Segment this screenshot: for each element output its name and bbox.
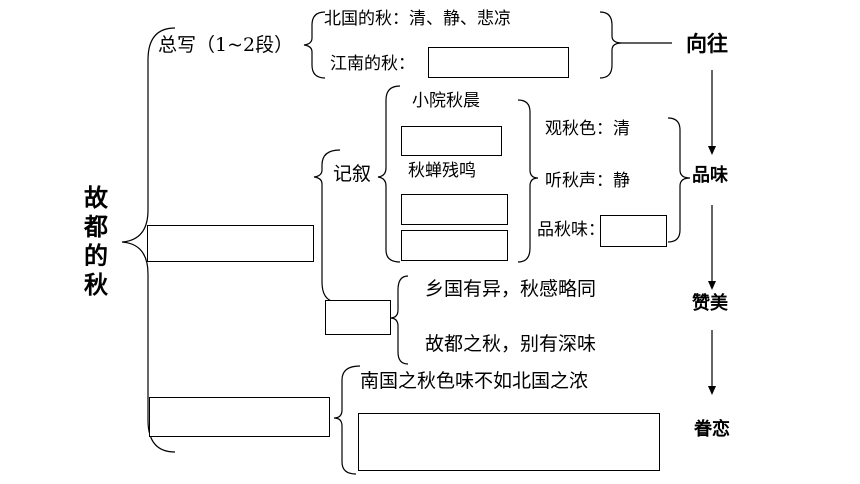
narrative-brace <box>313 149 341 192</box>
emotion-savor: 品味 <box>692 165 728 186</box>
scene-right-brace <box>517 99 539 263</box>
listen-label: 听秋声：静 <box>545 171 630 191</box>
taste-label: 品秋味： <box>537 220 605 240</box>
summary-south-blank[interactable] <box>428 47 569 78</box>
scene-brace <box>377 85 401 263</box>
comment-blank[interactable] <box>325 300 391 335</box>
contrast-text: 南国之秋色味不如北国之浓 <box>360 370 589 392</box>
scene1-blank[interactable] <box>401 126 502 156</box>
comment-brace <box>389 275 409 365</box>
scene2-label: 秋蝉残鸣 <box>408 161 476 181</box>
taste-blank[interactable] <box>600 215 667 247</box>
narrative-label: 记叙 <box>333 163 372 185</box>
summary-south: 江南的秋： <box>330 54 415 74</box>
narrative-blank[interactable] <box>147 225 314 262</box>
contrast-brace <box>333 365 361 475</box>
summary-label: 总写（1~2段） <box>158 34 294 56</box>
contrast-left-blank[interactable] <box>149 397 330 437</box>
comment-line1: 乡国有异，秋感略同 <box>425 278 597 300</box>
look-label: 观秋色：清 <box>545 119 630 139</box>
summary-right-brace <box>599 11 672 79</box>
emotion-attachment: 眷恋 <box>694 419 730 440</box>
main-title: 故都的秋 <box>84 184 108 299</box>
scene2-blank-1[interactable] <box>401 194 508 225</box>
summary-brace <box>303 11 326 79</box>
senses-right-brace <box>667 117 691 243</box>
scene2-blank-2[interactable] <box>401 230 508 261</box>
emotion-praise: 赞美 <box>692 293 728 314</box>
emotion-yearning: 向往 <box>686 32 728 56</box>
scene1-label: 小院秋晨 <box>412 91 480 111</box>
summary-north: 北国的秋：清、静、悲凉 <box>324 9 511 29</box>
contrast-answer-blank[interactable] <box>358 413 660 471</box>
comment-line2: 故都之秋，别有深味 <box>425 333 597 355</box>
